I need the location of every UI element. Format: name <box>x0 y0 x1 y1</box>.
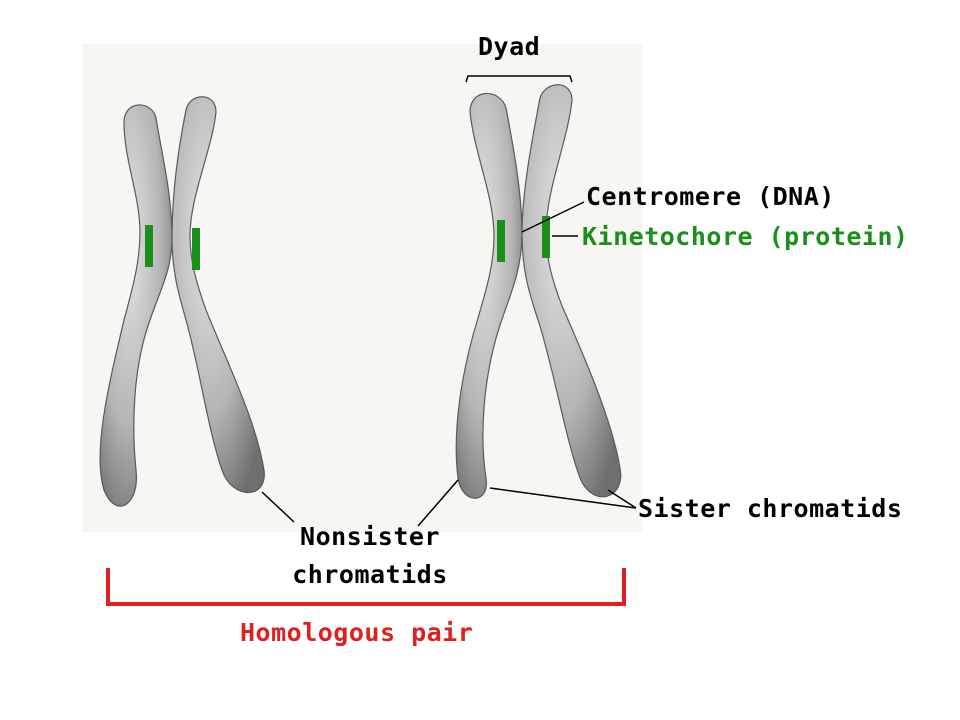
right-chromatid-a <box>455 92 523 499</box>
kinetochore-left-chromosome-inner <box>192 228 200 270</box>
dyad-label: Dyad <box>478 32 541 61</box>
sister-leader-a <box>489 487 637 509</box>
kinetochore-right-chromosome-inner <box>542 216 550 258</box>
sister-leader-b <box>607 489 637 509</box>
nonsister-leader-right <box>417 479 459 527</box>
centromere-label: Centromere (DNA) <box>586 182 835 211</box>
kinetochore-label: Kinetochore (protein) <box>582 222 909 251</box>
left-chromosome <box>99 96 265 507</box>
homologous-pair-bracket <box>106 568 626 606</box>
kinetochore-left-chromosome-outer <box>145 225 153 267</box>
left-chromatid-b <box>171 96 265 494</box>
nonsister-leader-left <box>261 491 295 523</box>
kinetochore-right-chromosome-outer <box>497 220 505 262</box>
nonsister-chromatids-label-line2: chromatids <box>292 560 448 589</box>
left-chromatid-a <box>99 104 173 507</box>
nonsister-chromatids-label-line1: Nonsister <box>300 522 440 551</box>
homologous-pair-label: Homologous pair <box>240 618 474 647</box>
right-chromosome <box>455 84 622 499</box>
sister-chromatids-label: Sister chromatids <box>638 494 903 523</box>
dyad-bracket <box>465 75 573 83</box>
centromere-leader <box>521 201 585 233</box>
